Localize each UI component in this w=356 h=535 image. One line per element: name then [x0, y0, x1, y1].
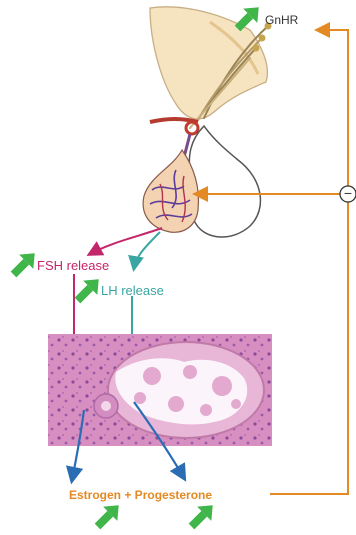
- estrogen-progesterone-label: Estrogen + Progesterone: [69, 487, 212, 503]
- pituitary-gland: [143, 126, 260, 237]
- negative-feedback-sign: −: [340, 186, 356, 202]
- green-up-arrow-icon: [90, 498, 125, 533]
- lh-release-label: LH release: [101, 283, 164, 299]
- gnrh-label: GnHR: [265, 12, 298, 28]
- fsh-release-label: FSH release: [37, 258, 109, 274]
- green-up-arrow-icon: [184, 498, 219, 533]
